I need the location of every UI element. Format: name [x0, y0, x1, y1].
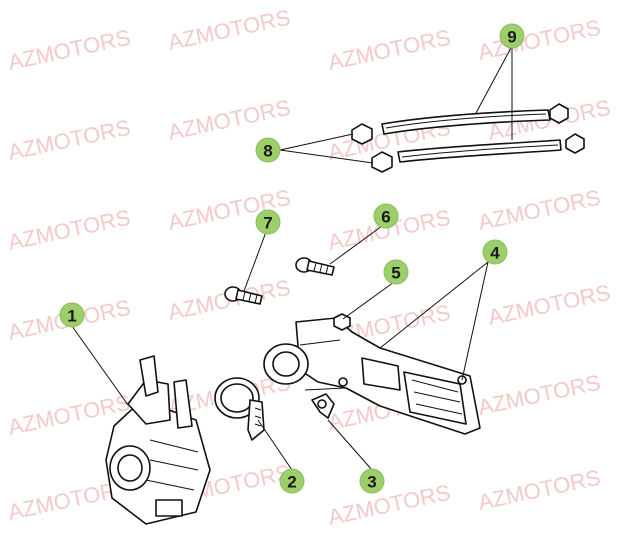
callout-circle [279, 468, 305, 494]
leader-lines [71, 45, 513, 471]
callout-circle [255, 209, 281, 235]
part-8-hose-clips [351, 103, 585, 173]
part-5-fitting [333, 313, 351, 331]
callout-7: 7 [255, 209, 281, 235]
callout-circle [482, 239, 508, 265]
callout-number: 5 [391, 264, 400, 283]
callout-2: 2 [279, 468, 305, 494]
callout-3: 3 [359, 468, 385, 494]
watermark-text: AZMOTORS [6, 115, 133, 165]
callout-number: 6 [381, 208, 390, 227]
callout-5: 5 [383, 259, 409, 285]
watermark-text: AZMOTORS [476, 15, 603, 65]
watermark-text: AZMOTORS [166, 5, 293, 55]
callout-1: 1 [59, 302, 85, 328]
callout-number: 4 [490, 244, 500, 263]
watermark-text: AZMOTORS [476, 370, 603, 420]
part-7-screw [224, 286, 263, 305]
watermark-text: AZMOTORS [486, 280, 613, 330]
watermark-text: AZMOTORS [6, 25, 133, 75]
part-9-fuel-hoses [381, 109, 562, 163]
callout-circle [373, 203, 399, 229]
watermark-text: AZMOTORS [476, 185, 603, 235]
watermark-text: AZMOTORS [326, 25, 453, 75]
watermark-text: AZMOTORS [166, 95, 293, 145]
part-2-clamp [214, 377, 265, 441]
part-1-carburetor [105, 355, 211, 525]
callout-number: 3 [367, 473, 376, 492]
watermark-text: AZMOTORS [476, 465, 603, 515]
callout-number: 9 [507, 28, 516, 47]
callout-layer: 1 2 3 4 5 6 7 8 9 [59, 23, 525, 494]
callout-circle [59, 302, 85, 328]
watermark-text: AZMOTORS [326, 480, 453, 530]
callout-number: 7 [263, 214, 272, 233]
callout-circle [255, 137, 281, 163]
callout-number: 8 [263, 142, 272, 161]
watermark-text: AZMOTORS [6, 205, 133, 255]
callout-circle [499, 23, 525, 49]
callout-6: 6 [373, 203, 399, 229]
callout-circle [383, 259, 409, 285]
callout-circle [359, 468, 385, 494]
callout-number: 1 [67, 307, 76, 326]
callout-8: 8 [255, 137, 281, 163]
callout-number: 2 [287, 473, 296, 492]
part-6-screw [295, 257, 335, 276]
part-4-intake-manifold [263, 317, 481, 435]
part-3-bracket [311, 393, 335, 419]
callout-4: 4 [482, 239, 508, 265]
callout-9: 9 [499, 23, 525, 49]
